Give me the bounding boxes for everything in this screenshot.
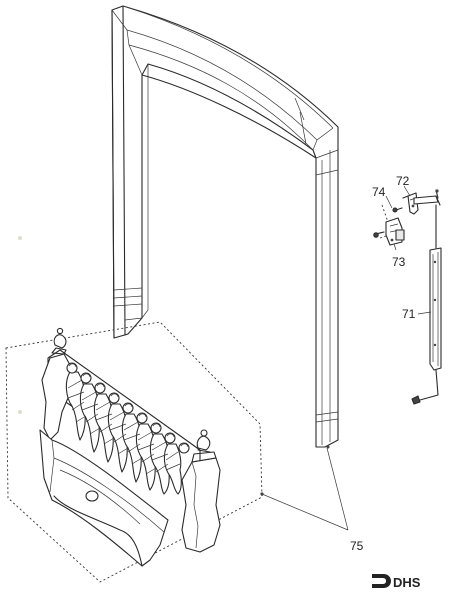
callout-74: 74	[372, 185, 386, 199]
leader-lines	[260, 185, 432, 531]
fire-fret	[39, 327, 221, 567]
callout-75: 75	[350, 539, 364, 553]
callout-72: 72	[396, 174, 410, 188]
dhs-logo: DHS	[372, 574, 421, 590]
scan-speck	[18, 410, 22, 414]
fret-assembly-box	[5, 321, 263, 583]
callout-71: 71	[402, 307, 416, 321]
callout-73: 73	[392, 255, 406, 269]
callout-labels: 72 74 73 71 75	[350, 174, 416, 553]
part-74-screws	[373, 204, 403, 239]
part-71-rod	[411, 189, 442, 405]
logo-text: DHS	[393, 575, 421, 590]
baluster-row	[65, 362, 190, 495]
part-73-hinge	[385, 217, 405, 246]
scan-speck	[18, 236, 22, 240]
fire-surround-frame	[111, 5, 339, 449]
